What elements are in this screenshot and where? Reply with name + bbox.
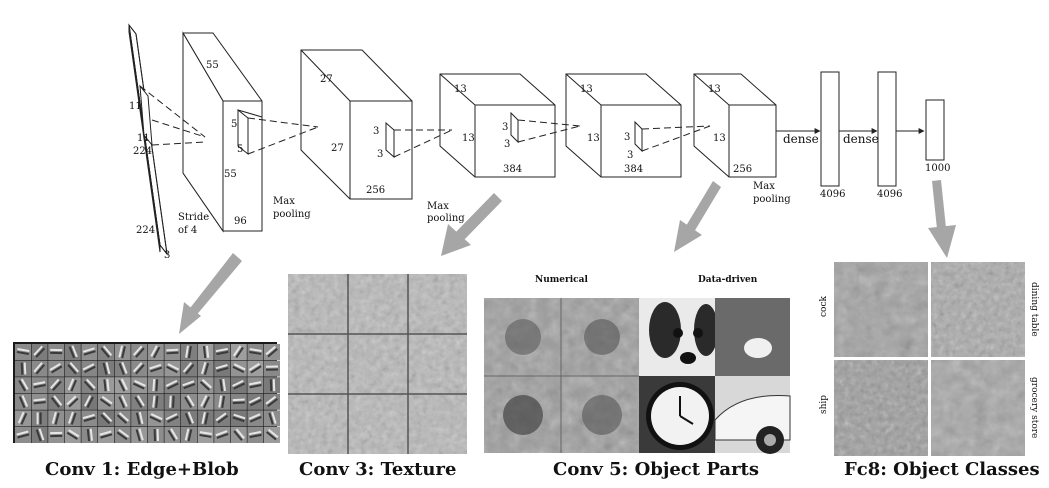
output-layer (925, 99, 945, 161)
conv5-panel-title: Conv 5: Object Parts (553, 459, 759, 480)
conv5-block: 13 13 256 (693, 73, 777, 178)
dense1-size: 4096 (820, 189, 845, 200)
conv4-depth: 384 (624, 164, 643, 175)
conv1-kernel-a: 5 (231, 119, 237, 130)
arrow-head-conv5 (674, 220, 702, 252)
fc8-label-dining-table: dining table (1029, 282, 1039, 337)
arrow-head-fc8 (928, 225, 956, 258)
arrow-head-conv3 (441, 224, 471, 256)
conv1-depth: 96 (234, 216, 247, 227)
connector-conv1-conv2-b (247, 126, 319, 155)
arrow-head-conv1 (179, 302, 201, 334)
conv1-size-side: 55 (224, 169, 237, 180)
arrow-to-conv1 (187, 253, 242, 318)
dense1-layer (820, 71, 840, 187)
conv5-data-driven-image (639, 298, 791, 454)
pointer-arrows (179, 180, 956, 334)
conv5-depth: 256 (733, 164, 752, 175)
input-height: 224 (136, 225, 155, 236)
connector-conv4-conv5-b (641, 125, 711, 152)
conv4-kernel-b: 3 (627, 150, 633, 161)
pool1-line2: pooling (273, 209, 311, 220)
connector-conv1-conv2 (247, 117, 319, 128)
dense2-layer (877, 71, 897, 187)
pool2-line2: pooling (427, 213, 465, 224)
conv4-size-side: 13 (587, 133, 600, 144)
conv3-kernel-a: 3 (502, 122, 508, 133)
input-filter-w: 11 (137, 133, 150, 144)
arrow-to-conv5 (686, 181, 721, 232)
pool1-line1: Max (273, 196, 295, 207)
conv2-size-top: 27 (320, 74, 333, 85)
dense2-label: dense (843, 132, 879, 146)
pool3-line1: Max (753, 181, 775, 192)
pool3-line2: pooling (753, 194, 791, 205)
conv1-size-top: 55 (206, 60, 219, 71)
conv3-kernel-b: 3 (504, 139, 510, 150)
conv5-size-top: 13 (708, 84, 721, 95)
arrow-to-fc8 (932, 180, 946, 229)
conv2-kernel-b: 3 (377, 149, 383, 160)
conv3-panel-title: Conv 3: Texture (299, 459, 456, 480)
conv1-panel-title: Conv 1: Edge+Blob (45, 459, 239, 480)
conv3-block: 13 13 384 3 3 (439, 73, 556, 178)
conv2-kernel-a: 3 (373, 126, 379, 137)
input-filter-h: 11 (129, 101, 142, 112)
conv1-kernel-b: 5 (237, 144, 243, 155)
conv5-header-data-driven: Data-driven (698, 275, 758, 285)
conv5-header-numerical: Numerical (535, 275, 588, 285)
conv2-block: 27 27 256 3 3 (300, 49, 413, 200)
fc8-class-images (834, 262, 1025, 456)
conv3-size-side: 13 (462, 133, 475, 144)
arrow-to-conv3 (455, 193, 502, 241)
conv4-kernel-a: 3 (624, 132, 630, 143)
conv5-numerical-image (484, 298, 639, 453)
fc8-label-cock: cock (819, 296, 829, 317)
dense2-size: 4096 (877, 189, 902, 200)
conv1-stride-value: of 4 (178, 225, 197, 236)
conv4-block: 13 13 384 3 3 (565, 73, 682, 178)
dense1-label: dense (783, 132, 819, 146)
input-layer: 11 11 224 224 3 (128, 23, 170, 261)
conv2-depth: 256 (366, 185, 385, 196)
connector-conv4-conv5 (641, 125, 711, 130)
light-image (715, 298, 790, 376)
connector-input-conv1 (139, 85, 206, 138)
pool2-line1: Max (427, 201, 449, 212)
output-size: 1000 (925, 163, 950, 174)
fc8-label-grocery-store: grocery store (1029, 377, 1039, 438)
fc8-label-ship: ship (819, 395, 829, 414)
fc8-panel-title: Fc8: Object Classes (844, 459, 1040, 480)
input-depth: 3 (164, 250, 170, 261)
conv3-texture-image (288, 274, 467, 454)
conv5-size-side: 13 (713, 133, 726, 144)
conv1-block: 55 55 96 5 5 Stride of 4 (178, 31, 263, 236)
conv2-size-side: 27 (331, 143, 344, 154)
conv3-size-top: 13 (454, 84, 467, 95)
input-width: 224 (133, 146, 152, 157)
connector-input-conv1-c (151, 141, 206, 146)
conv1-filter-grid (13, 342, 280, 443)
conv3-depth: 384 (503, 164, 522, 175)
conv4-size-top: 13 (580, 84, 593, 95)
conv1-stride: Stride (178, 212, 209, 223)
connector-input-conv1-b (151, 119, 206, 138)
